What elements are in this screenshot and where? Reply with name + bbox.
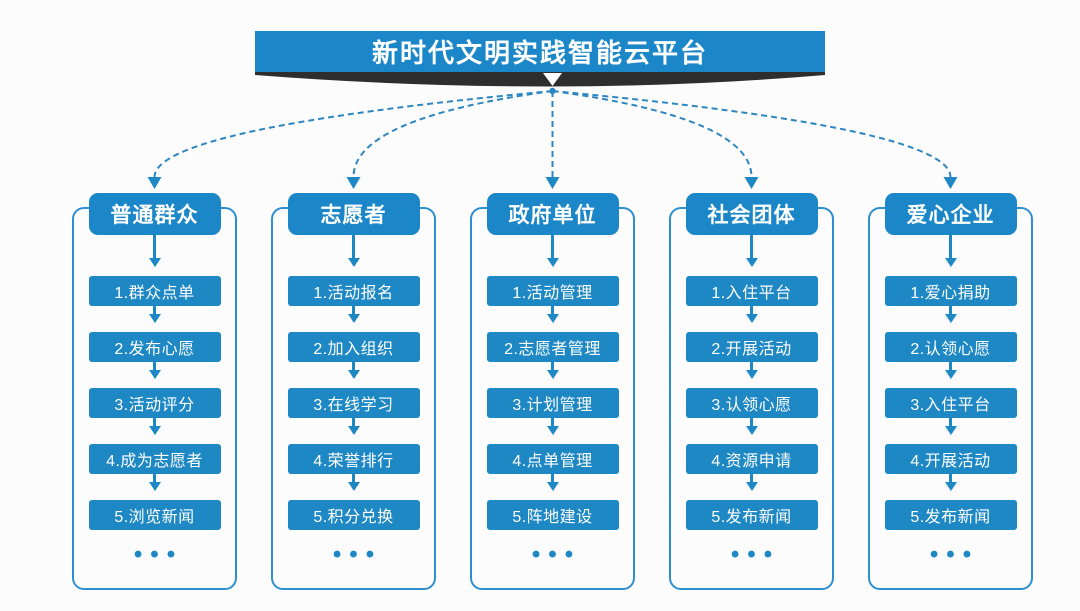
flow-step: 2.志愿者管理 [486,332,619,362]
column-government-unit: 政府单位 1.活动管理 2.志愿者管理 3.计划管理 4.点单管理 5.阵地建设… [470,193,635,590]
down-arrow-icon [944,306,957,332]
flow-step: 5.浏览新闻 [88,500,221,530]
connector-arrowhead-icon [545,177,560,189]
flow-step: 4.开展活动 [884,444,1017,474]
flow-step: 4.成为志愿者 [88,444,221,474]
connector-arrowhead-icon [744,177,759,189]
down-arrow-icon [546,474,559,500]
down-arrow-icon [546,418,559,444]
flow-step: 3.认领心愿 [685,388,818,418]
connector-line [552,90,952,178]
column-social-group: 社会团体 1.入住平台 2.开展活动 3.认领心愿 4.资源申请 5.发布新闻 … [669,193,834,590]
down-arrow-icon [148,235,161,276]
flow-step: 2.发布心愿 [88,332,221,362]
flow-step: 3.计划管理 [486,388,619,418]
connector-arrowhead-icon [346,177,361,189]
more-ellipsis: ••• [531,541,582,568]
flow-step: 2.认领心愿 [884,332,1017,362]
down-arrow-icon [944,362,957,388]
down-arrow-icon [944,474,957,500]
down-arrow-icon [347,474,360,500]
flow-step: 1.活动管理 [486,276,619,306]
flow-step: 5.发布新闻 [884,500,1017,530]
flow-step: 4.点单管理 [486,444,619,474]
column-caring-enterprise: 爱心企业 1.爱心捐助 2.认领心愿 3.入住平台 4.开展活动 5.发布新闻 … [868,193,1033,590]
connector-line [552,90,753,178]
down-arrow-icon [745,235,758,276]
flow-step: 2.加入组织 [287,332,420,362]
more-ellipsis: ••• [730,541,781,568]
flow-step: 5.发布新闻 [685,500,818,530]
flow-step: 2.开展活动 [685,332,818,362]
down-arrow-icon [148,418,161,444]
connector-line [352,90,553,178]
down-arrow-icon [148,362,161,388]
connector-arrowhead-icon [943,177,958,189]
more-ellipsis: ••• [332,541,383,568]
down-arrow-icon [546,306,559,332]
connector-line [153,90,553,178]
flow-step: 1.群众点单 [88,276,221,306]
down-arrow-icon [745,474,758,500]
down-arrow-icon [944,418,957,444]
down-arrow-icon [347,306,360,332]
down-arrow-icon [546,362,559,388]
column-ordinary-public: 普通群众 1.群众点单 2.发布心愿 3.活动评分 4.成为志愿者 5.浏览新闻… [72,193,237,590]
column-header: 爱心企业 [884,193,1017,235]
flow-step: 3.在线学习 [287,388,420,418]
down-arrow-icon [944,235,957,276]
title-ribbon-shadow [255,72,825,87]
platform-title: 新时代文明实践智能云平台 [255,31,825,72]
down-arrow-icon [745,362,758,388]
more-ellipsis: ••• [133,541,184,568]
column-header: 社会团体 [685,193,818,235]
flow-step: 5.阵地建设 [486,500,619,530]
flow-step: 4.资源申请 [685,444,818,474]
flow-step: 4.荣誉排行 [287,444,420,474]
down-arrow-icon [745,418,758,444]
column-header: 普通群众 [88,193,221,235]
down-arrow-icon [347,362,360,388]
flow-step: 3.活动评分 [88,388,221,418]
column-header: 志愿者 [287,193,420,235]
flow-step: 1.活动报名 [287,276,420,306]
down-arrow-icon [347,418,360,444]
flow-step: 1.爱心捐助 [884,276,1017,306]
title-down-arrow-icon [543,73,562,86]
down-arrow-icon [347,235,360,276]
connector-arrowhead-icon [147,177,162,189]
down-arrow-icon [148,474,161,500]
column-header: 政府单位 [486,193,619,235]
more-ellipsis: ••• [929,541,980,568]
flow-step: 5.积分兑换 [287,500,420,530]
flow-step: 3.入住平台 [884,388,1017,418]
down-arrow-icon [745,306,758,332]
column-volunteer: 志愿者 1.活动报名 2.加入组织 3.在线学习 4.荣誉排行 5.积分兑换 •… [271,193,436,590]
flow-step: 1.入住平台 [685,276,818,306]
down-arrow-icon [148,306,161,332]
down-arrow-icon [546,235,559,276]
